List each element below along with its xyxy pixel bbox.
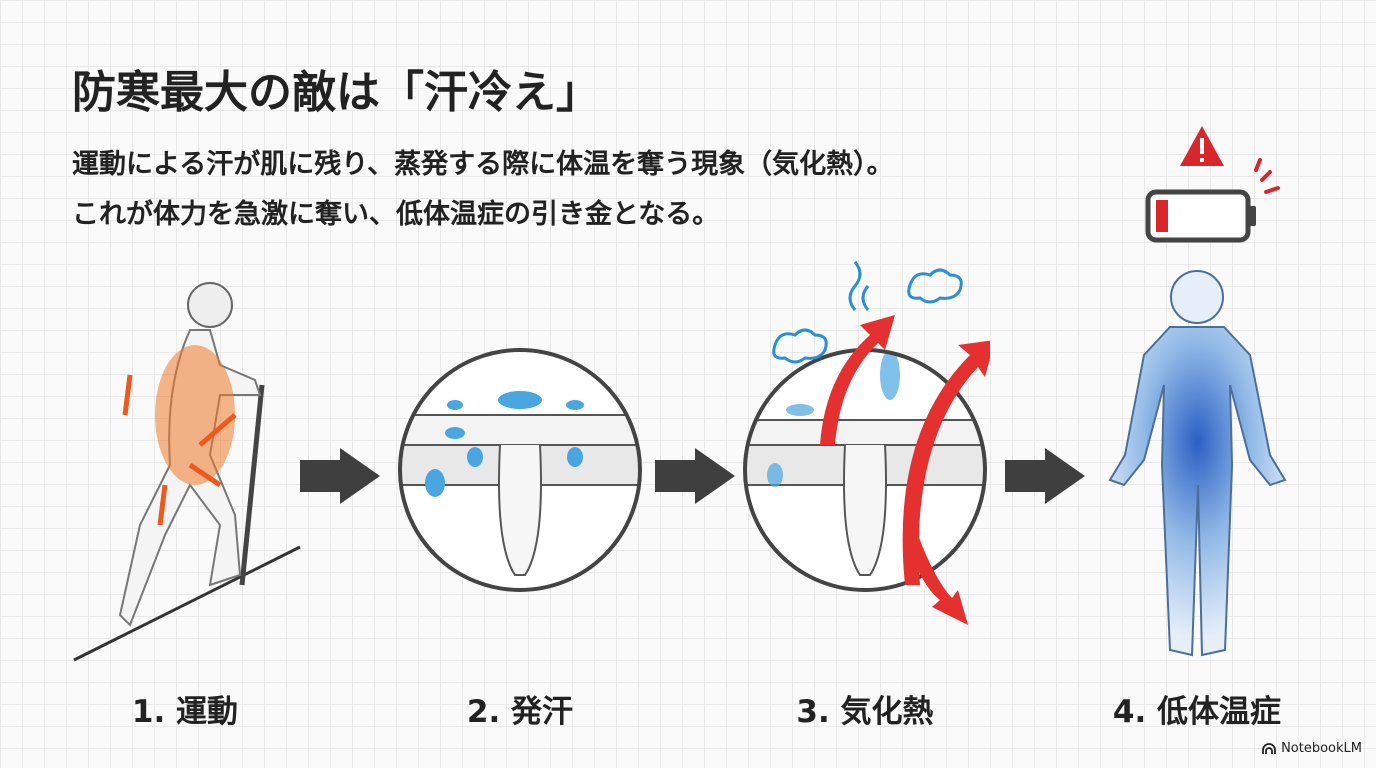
low-battery-warning-icon bbox=[1145, 126, 1280, 243]
notebooklm-logo-icon bbox=[1262, 742, 1276, 754]
exercising-hiker-illustration bbox=[73, 282, 301, 662]
hypothermic-body-illustration bbox=[1108, 270, 1287, 657]
flow-arrow-1 bbox=[300, 448, 380, 504]
step-label-evaporative-heat: 3. 気化熱 bbox=[796, 694, 934, 730]
step-label-sweating: 2. 発汗 bbox=[466, 694, 574, 730]
subtitle-line-1: 運動による汗が肌に残り、蒸発する際に体温を奪う現象（気化熱）。 bbox=[72, 149, 894, 180]
sweating-skin-cross-section bbox=[398, 348, 642, 592]
evaporative-cooling-illustration bbox=[743, 261, 990, 625]
flow-arrow-2 bbox=[655, 448, 735, 504]
watermark-text: NotebookLM bbox=[1281, 741, 1362, 756]
flow-arrow-3 bbox=[1005, 448, 1085, 504]
subtitle-line-2: これが体力を急激に奪い、低体温症の引き金となる。 bbox=[72, 199, 720, 230]
page-title: 防寒最大の敵は「汗冷え」 bbox=[72, 67, 600, 118]
step-label-hypothermia: 4. 低体温症 bbox=[1112, 694, 1282, 730]
notebooklm-watermark: NotebookLM bbox=[1262, 741, 1362, 756]
step-label-exercise: 1. 運動 bbox=[131, 694, 239, 730]
